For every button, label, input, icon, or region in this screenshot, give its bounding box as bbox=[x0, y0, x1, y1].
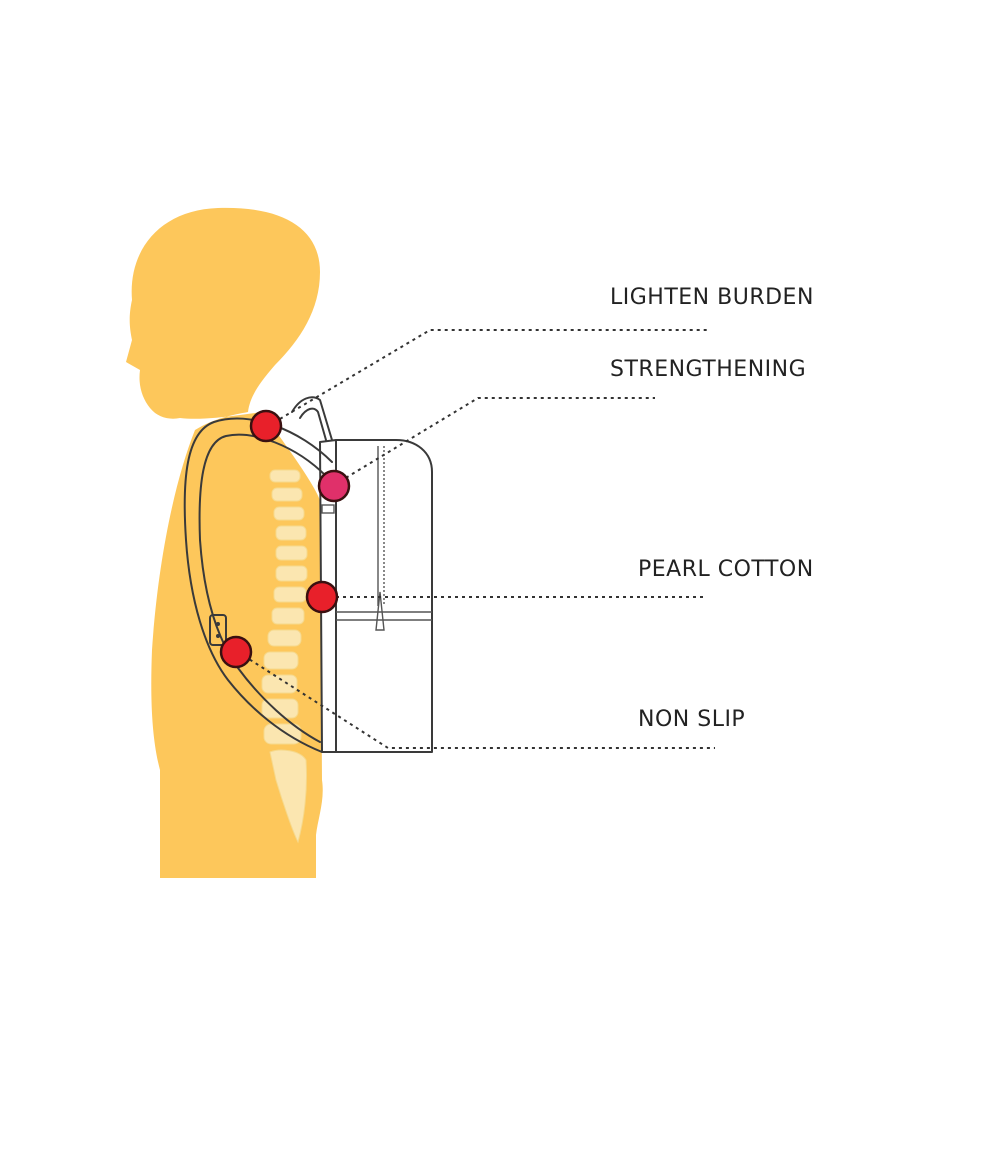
vertebra bbox=[261, 674, 298, 694]
spine-illustration bbox=[261, 469, 308, 844]
strap-outer-edge bbox=[183, 417, 333, 753]
vertebra bbox=[275, 565, 308, 582]
label-non-slip: NON SLIP bbox=[638, 707, 745, 732]
backpack-body bbox=[335, 439, 433, 753]
strap-buckle-icon bbox=[209, 614, 227, 646]
vertebra bbox=[275, 525, 307, 541]
vertebra bbox=[267, 629, 302, 647]
vertebra bbox=[269, 469, 301, 483]
marker-lighten-burden bbox=[249, 409, 283, 443]
vertebra bbox=[275, 545, 308, 561]
sacrum bbox=[269, 749, 308, 844]
marker-non-slip bbox=[219, 635, 253, 669]
shoulder-strap bbox=[183, 417, 333, 753]
vertebra bbox=[271, 607, 305, 625]
strap-inner-edge bbox=[198, 433, 327, 743]
buckle-rivet bbox=[216, 622, 220, 626]
vertebra bbox=[271, 487, 303, 502]
vertebra bbox=[261, 698, 299, 719]
callout-labels: LIGHTEN BURDEN STRENGTHENING PEARL COTTO… bbox=[610, 285, 814, 732]
callout-leaders bbox=[237, 329, 715, 749]
vertebra bbox=[263, 723, 302, 745]
zipper-pull-icon bbox=[375, 591, 385, 631]
label-pearl-cotton: PEARL COTTON bbox=[638, 557, 814, 582]
marker-pearl-cotton bbox=[305, 580, 339, 614]
strap-holder bbox=[321, 504, 335, 514]
vertebra bbox=[263, 651, 299, 670]
label-strengthening: STRENGTHENING bbox=[610, 357, 806, 382]
label-lighten-burden: LIGHTEN BURDEN bbox=[610, 285, 814, 310]
carry-handle-inner bbox=[299, 407, 327, 441]
callout-markers bbox=[219, 409, 351, 669]
vertebra bbox=[273, 506, 305, 521]
marker-strengthening bbox=[317, 469, 351, 503]
carry-handle bbox=[291, 396, 333, 441]
backpack-outline bbox=[291, 396, 433, 753]
buckle-rivet bbox=[216, 634, 220, 638]
vertebra bbox=[273, 586, 307, 603]
leader-strengthening bbox=[333, 397, 655, 486]
